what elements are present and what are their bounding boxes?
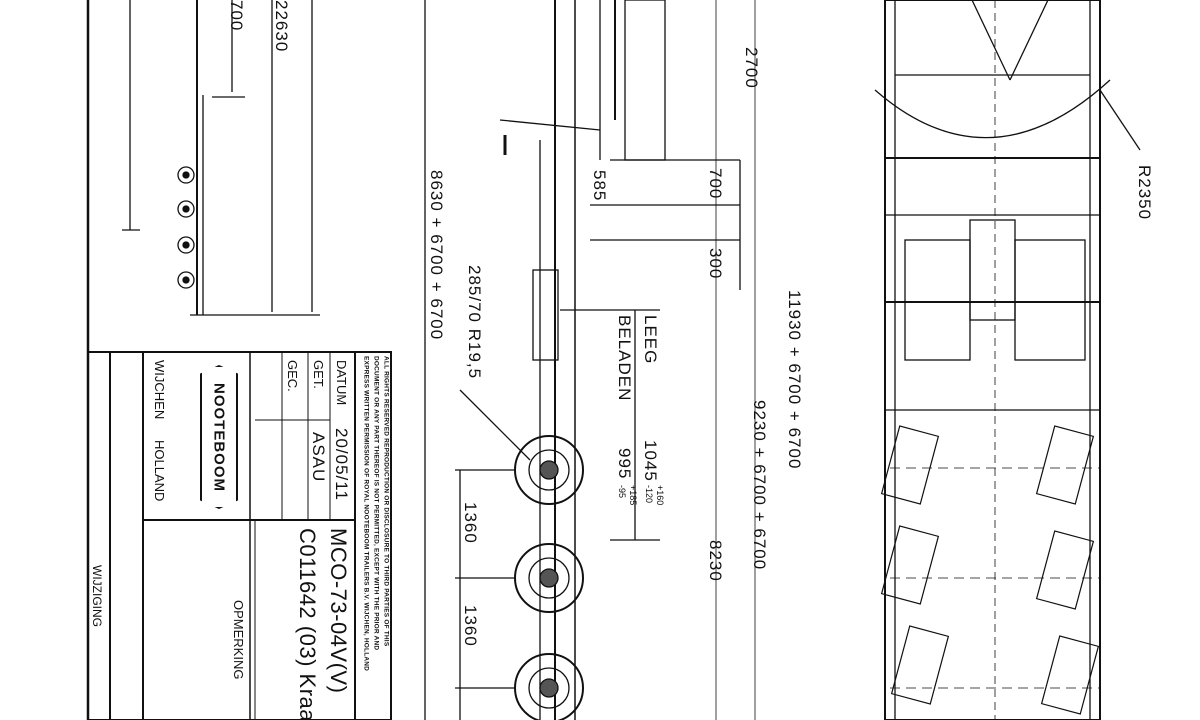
dim-585: 585	[590, 170, 609, 202]
dim-22630: 22630	[272, 0, 291, 53]
get-value: ASAU	[309, 432, 328, 483]
dim-2700: 2700	[742, 47, 761, 89]
datum-value: 20/05/11	[332, 428, 351, 501]
copyright-line-1: ALL RIGHTS RESERVED REPRODUCTION OR DISC…	[382, 356, 390, 647]
axle-spacing-1: 1360	[461, 502, 480, 544]
model-number: MCO-73-04V(V)	[326, 528, 351, 694]
dim-300: 300	[706, 248, 725, 280]
dim-11930-total: 11930 + 6700 + 6700	[785, 290, 804, 470]
nooteboom-logo: NOOTEBOOM	[200, 365, 238, 509]
gec-label: GEC.	[285, 360, 300, 392]
radius-label: R2350	[1135, 165, 1154, 221]
dim-8630-total: 8630 + 6700 + 6700	[427, 170, 446, 341]
copyright-line-3: EXPRESS WRITTEN PERMISSION OF ROYAL NOOT…	[362, 356, 370, 672]
height-1045-plus: +160	[655, 485, 665, 506]
get-label: GET.	[311, 360, 326, 389]
small-side-view	[122, 0, 320, 316]
height-995-plus: +185	[628, 485, 638, 506]
tyre-size-label: 285/70 R19,5	[465, 265, 484, 380]
city-label: WIJCHEN	[152, 360, 167, 420]
country-label: HOLLAND	[152, 440, 167, 502]
leeg-label: LEEG	[641, 315, 660, 365]
revision-label: WIJZIGING	[90, 565, 104, 627]
height-1045-minus: -120	[644, 485, 654, 504]
height-1045: 1045	[641, 440, 660, 482]
datum-label: DATUM	[334, 360, 349, 406]
dim-700: 700	[706, 168, 725, 200]
height-995: 995	[615, 448, 634, 480]
side-view-trailer	[424, 0, 741, 720]
copyright-line-2: DOCUMENT OR ANY PART THEREOF IS NOT PERM…	[372, 356, 380, 651]
beladen-label: BELADEN	[615, 315, 634, 402]
dim-8230: 8230	[706, 540, 725, 582]
drawing-number: C011642 (03) Kraanw	[295, 528, 320, 720]
title-block-frame	[87, 351, 392, 720]
height-995-minus: -95	[617, 485, 627, 499]
axle-spacing-2: 1360	[461, 605, 480, 647]
dim-9230-total: 9230 + 6700 + 6700	[750, 400, 769, 571]
dim-700-top: 700	[227, 0, 246, 32]
top-view-trailer	[874, 0, 1141, 720]
remarks-label: OPMERKING	[231, 600, 246, 680]
